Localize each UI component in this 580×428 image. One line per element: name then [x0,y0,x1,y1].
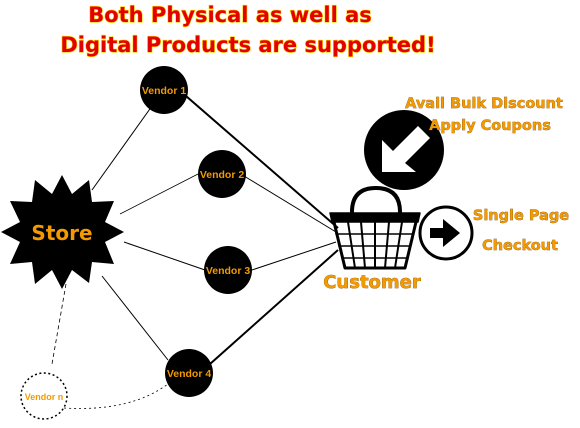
discount-arrow-icon [364,110,444,190]
discount-line-1: Avail Bulk Discount [405,96,563,112]
store-label: Store [31,221,92,245]
connector-vendor-1-customer [185,95,339,229]
checkout-line-1: Single Page [473,208,569,224]
connector-vendor-4-customer [209,249,339,365]
connector-store-vendor-3 [123,241,206,271]
vendor-customer-connectors [185,95,339,365]
store-node: Store [1,175,124,289]
vendor-n-label: Vendor n [25,392,64,402]
customer-label: Customer [323,272,421,293]
checkout-arrow-icon [418,205,474,261]
checkout-line-2: Checkout [482,238,558,254]
headline-line-2: Digital Products are supported! [60,33,435,57]
vendor-node-4-circle [165,349,213,397]
headline-line-1: Both Physical as well as [88,3,372,27]
vendor-2-label: Vendor 2 [200,169,245,181]
shopping-basket-icon [329,186,421,270]
vendor-node-4: Vendor 4 [165,349,213,397]
discount-line-2: Apply Coupons [429,118,551,134]
connector-vendor-n-vendor-4 [63,383,169,409]
connector-store-vendor-n [51,283,67,365]
vendor-node-1-circle [140,66,188,114]
vendor-node-3: Vendor 3 [204,246,252,294]
vendor-3-label: Vendor 3 [206,265,251,277]
connector-store-vendor-4 [101,275,169,361]
vendor-node-n-circle [20,372,68,420]
vendor-node-n: Vendor n [20,372,68,420]
vendor-node-1: Vendor 1 [140,66,188,114]
vendor-node-3-circle [204,246,252,294]
connector-vendor-3-customer [251,241,337,271]
customer-node: Customer [323,186,421,293]
vendor-node-2: Vendor 2 [198,150,246,198]
store-starburst [1,175,124,289]
vendor-1-label: Vendor 1 [142,85,187,97]
connector-store-vendor-2 [119,173,199,215]
vendor-node-2-circle [198,150,246,198]
connector-vendor-2-customer [243,175,337,233]
vendor-4-label: Vendor 4 [167,368,212,380]
